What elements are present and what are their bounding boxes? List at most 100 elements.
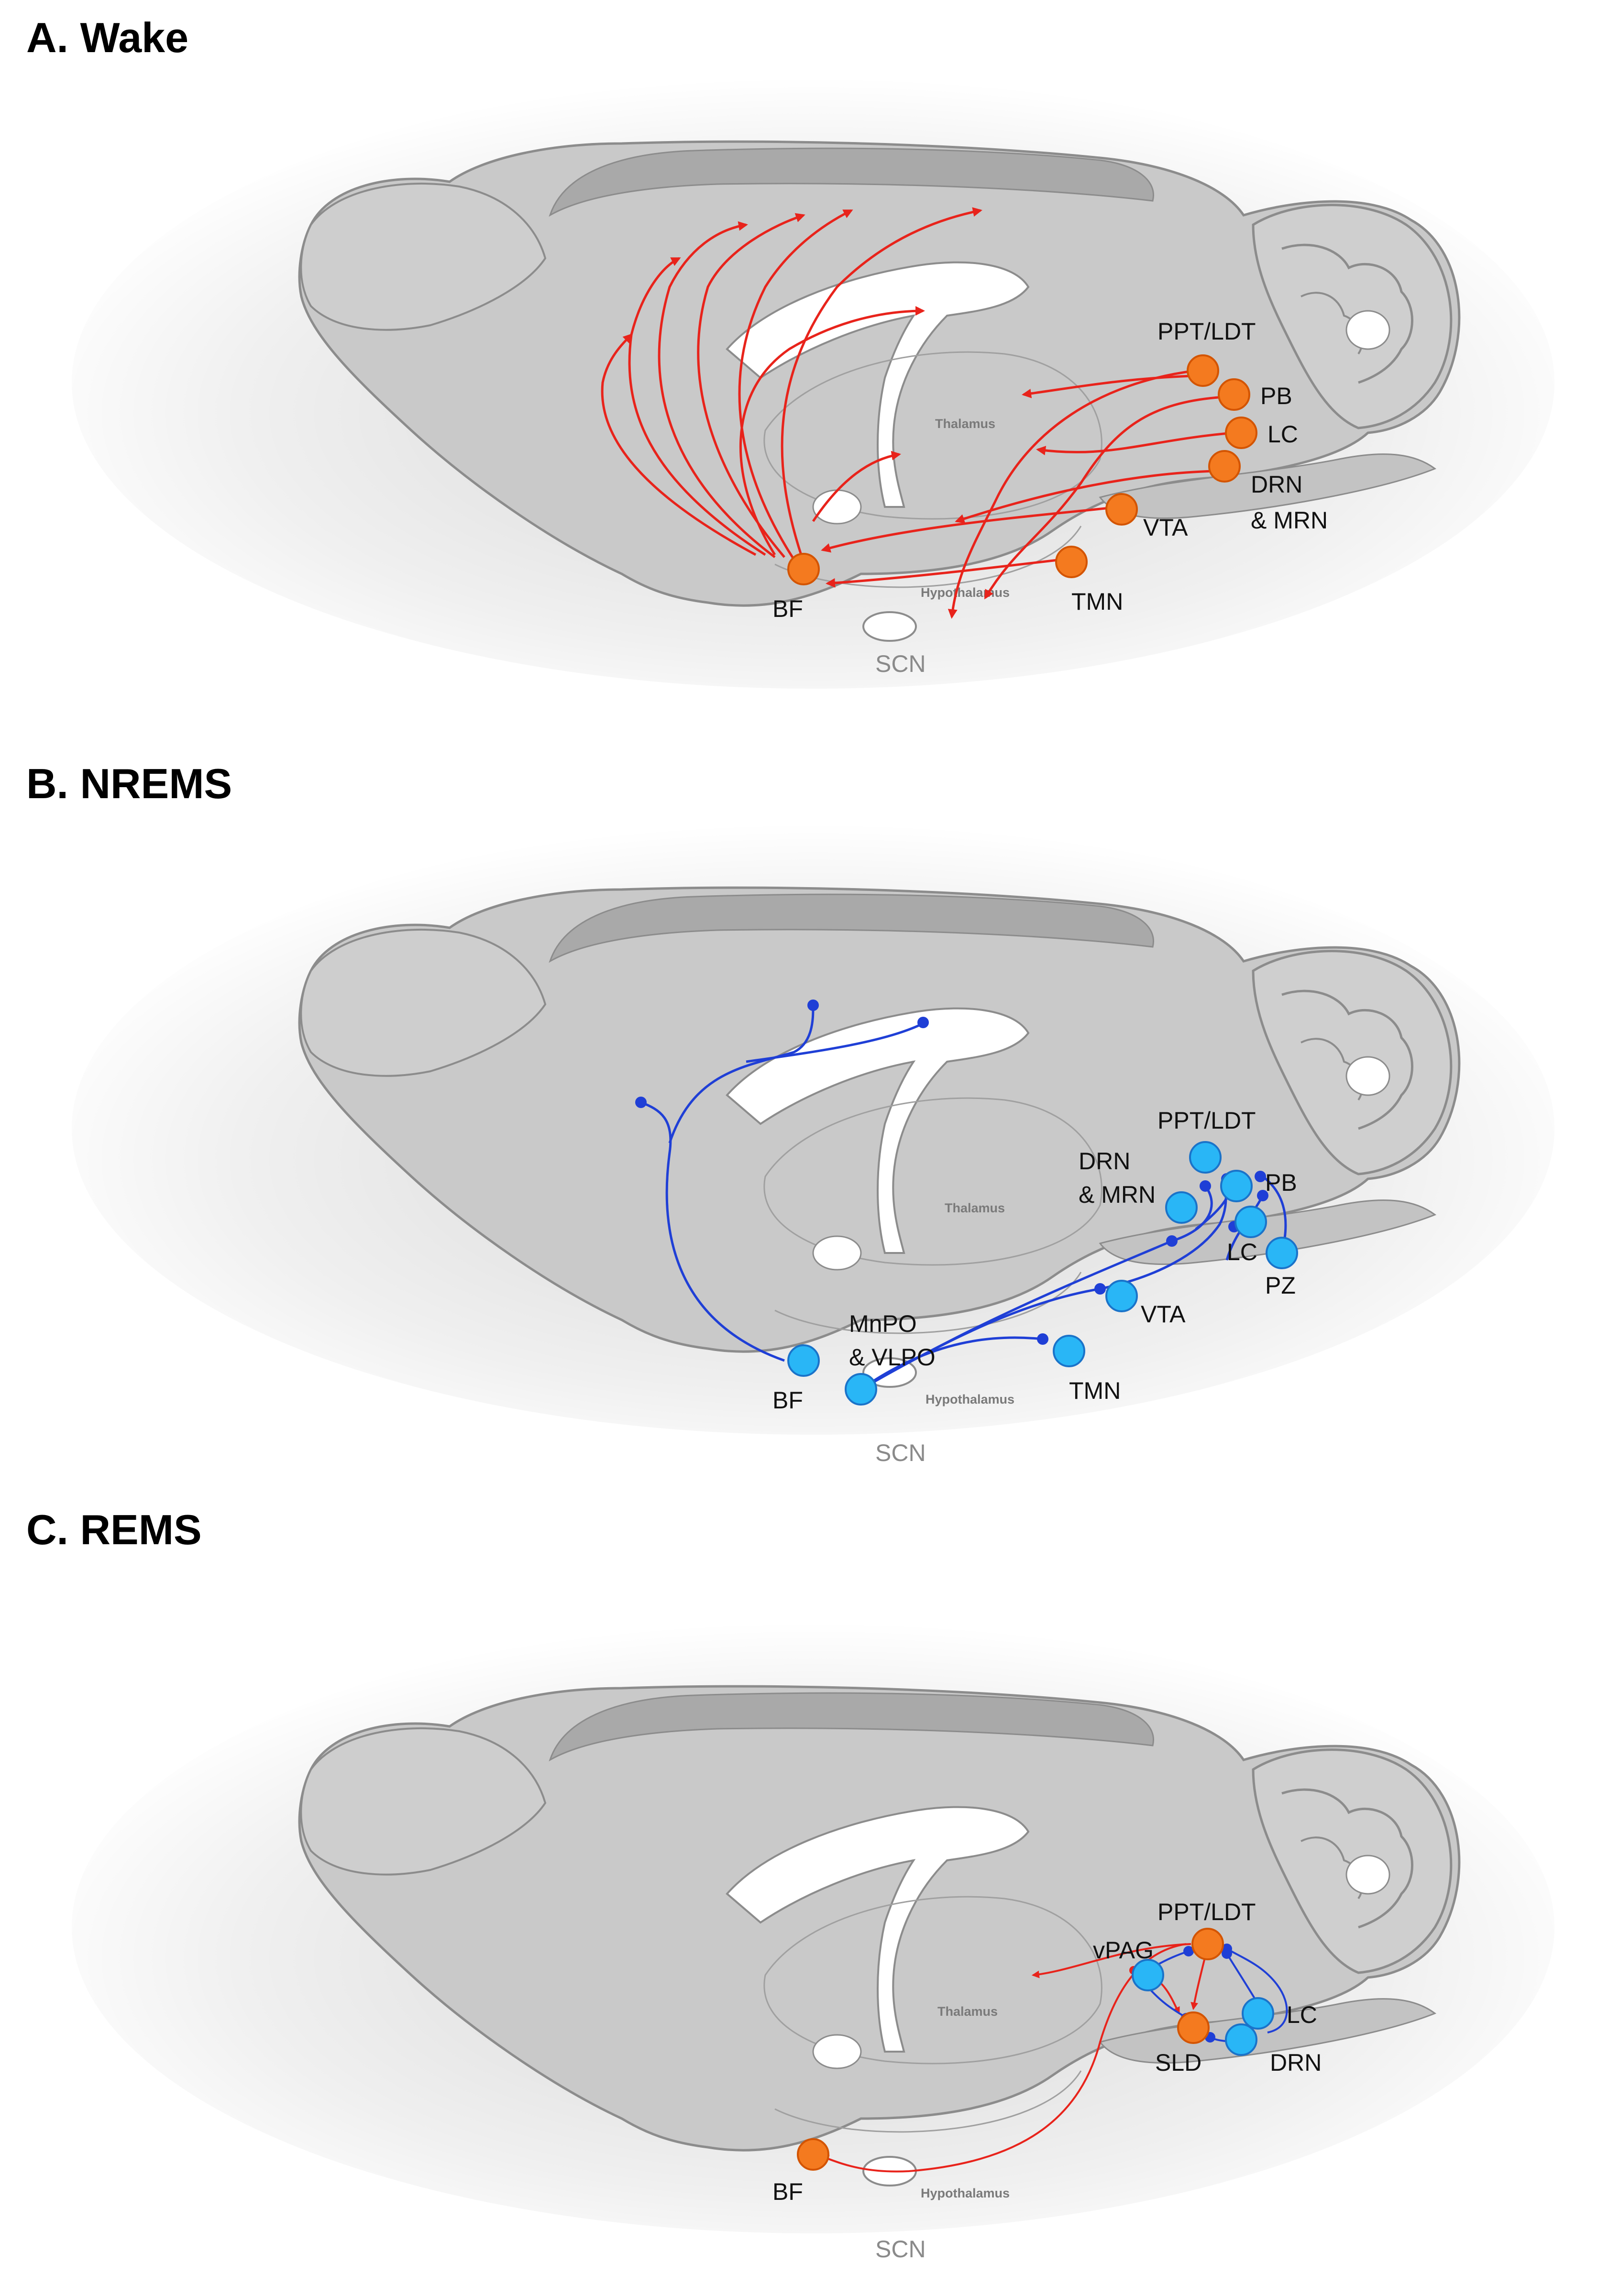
node-lc xyxy=(1234,1206,1267,1238)
inhibit-terminal xyxy=(1257,1190,1268,1201)
region-hypothalamus: Hypothalamus xyxy=(921,585,1010,600)
brain-diagram-nrems: Thalamus Hypothalamus xyxy=(0,746,1609,1466)
label-vta: VTA xyxy=(1143,514,1188,541)
inhibit-terminal xyxy=(1037,1333,1048,1345)
inhibit-terminal xyxy=(807,1000,819,1011)
label-pb: PB xyxy=(1260,383,1292,409)
arrow xyxy=(697,213,805,558)
node-vta xyxy=(1105,493,1138,526)
arrow xyxy=(1022,374,1206,398)
brain-diagram-rems: Thalamus Hypothalamus xyxy=(0,1492,1609,2263)
label-vta: VTA xyxy=(1141,1301,1186,1328)
label-lc: LC xyxy=(1227,1239,1257,1265)
panel-title: A. Wake xyxy=(26,14,189,61)
arrow xyxy=(1190,1955,1206,2010)
arrow xyxy=(955,470,1215,524)
inhibit-line xyxy=(746,1022,924,1063)
arrow xyxy=(821,1943,1187,2173)
arrow xyxy=(738,209,853,560)
arrow xyxy=(1031,1943,1191,1978)
inhibit-terminal xyxy=(917,1017,929,1028)
arrow xyxy=(984,395,1225,600)
node-pb xyxy=(1218,378,1250,411)
excitatory-projections xyxy=(821,1943,1206,2173)
nuclei xyxy=(787,354,1257,585)
label-bf: BF xyxy=(772,595,803,622)
inhibit-line xyxy=(1171,1185,1213,1242)
node-labels: PPT/LDT PB LC DRN & MRN VTA TMN BF SCN xyxy=(772,318,1328,677)
label-scn: SCN xyxy=(875,1439,926,1466)
node-bf xyxy=(797,2138,829,2171)
node-vpag xyxy=(1132,1959,1164,1991)
node-ppt-ldt xyxy=(1191,1928,1224,1960)
label-bf: BF xyxy=(772,1387,803,1414)
inhibit-terminal xyxy=(1094,1283,1106,1295)
node-sld xyxy=(1177,2011,1210,2044)
nuclei xyxy=(797,1928,1274,2171)
inhibit-terminal xyxy=(1183,1946,1194,1956)
label-drn: DRN xyxy=(1270,2049,1322,2076)
label-ppt-ldt: PPT/LDT xyxy=(1157,1107,1256,1134)
region-hypothalamus: Hypothalamus xyxy=(926,1392,1014,1406)
node-labels: PPT/LDT DRN & MRN PB LC PZ VTA MnPO & VL… xyxy=(772,1107,1297,1466)
panel-nrems: B. NREMS Thalamus Hypothalamus xyxy=(0,746,1609,1492)
label-pb: PB xyxy=(1265,1169,1297,1196)
inhibit-terminal xyxy=(1166,1235,1178,1247)
label-drn-2: & MRN xyxy=(1251,507,1328,534)
arrow xyxy=(658,221,776,558)
region-thalamus: Thalamus xyxy=(935,417,995,431)
inhibit-terminal xyxy=(1200,1180,1211,1192)
label-vpag: vPAG xyxy=(1093,1937,1154,1964)
brain-outline xyxy=(72,823,1554,1435)
panel-wake: A. Wake Thalamus Hypothalamus xyxy=(0,0,1609,746)
node-tmn xyxy=(1055,546,1088,578)
node-ppt-ldt xyxy=(1189,1141,1222,1174)
brain-diagram-wake: Thalamus Hypothalamus xyxy=(0,0,1609,746)
brain-outline xyxy=(72,77,1554,689)
node-mnpo-vlpo xyxy=(845,1373,877,1406)
panel-rems: C. REMS Thalamus Hypothalamus xyxy=(0,1492,1609,2296)
node-labels: PPT/LDT vPAG LC SLD DRN BF SCN xyxy=(772,1899,1322,2263)
node-vta xyxy=(1105,1280,1138,1312)
arrow xyxy=(948,369,1196,619)
node-pz xyxy=(1266,1237,1298,1269)
node-tmn xyxy=(1053,1335,1085,1367)
label-ppt-ldt: PPT/LDT xyxy=(1157,318,1256,345)
inhibitory-projections xyxy=(640,1006,1287,1391)
label-mnpo: MnPO xyxy=(849,1310,917,1337)
arrow xyxy=(739,306,925,556)
node-lc xyxy=(1225,417,1257,449)
region-hypothalamus: Hypothalamus xyxy=(921,2186,1010,2200)
label-tmn: TMN xyxy=(1071,588,1123,615)
label-ppt-ldt: PPT/LDT xyxy=(1157,1899,1256,1925)
region-thalamus: Thalamus xyxy=(937,2004,998,2019)
inhibit-terminal xyxy=(1222,1944,1232,1954)
node-ppt-ldt xyxy=(1187,354,1219,387)
node-pb xyxy=(1220,1170,1253,1202)
inhibit-line xyxy=(860,1240,1172,1391)
panel-title: B. NREMS xyxy=(26,760,232,807)
inhibit-line xyxy=(640,1101,785,1362)
arrow xyxy=(1036,431,1234,456)
label-tmn: TMN xyxy=(1069,1377,1121,1404)
node-drn xyxy=(1225,2023,1257,2056)
label-drn: DRN xyxy=(1079,1148,1130,1175)
arrow xyxy=(781,207,982,562)
label-bf: BF xyxy=(772,2178,803,2205)
node-drn xyxy=(1165,1191,1198,1224)
nuclei xyxy=(787,1141,1298,1406)
label-scn: SCN xyxy=(875,650,926,677)
inhibit-line xyxy=(1226,1948,1288,2033)
label-mnpo-2: & VLPO xyxy=(849,1344,936,1371)
label-drn: DRN xyxy=(1251,471,1302,498)
label-scn: SCN xyxy=(875,2236,926,2263)
label-lc: LC xyxy=(1267,421,1298,448)
arrow xyxy=(628,257,766,556)
label-pz: PZ xyxy=(1265,1272,1296,1299)
inhibit-line xyxy=(860,1336,1043,1391)
arrow xyxy=(601,333,757,556)
label-drn-2: & MRN xyxy=(1079,1181,1156,1208)
label-lc: LC xyxy=(1287,2001,1317,2028)
label-sld: SLD xyxy=(1155,2049,1201,2076)
node-drn xyxy=(1208,450,1241,483)
